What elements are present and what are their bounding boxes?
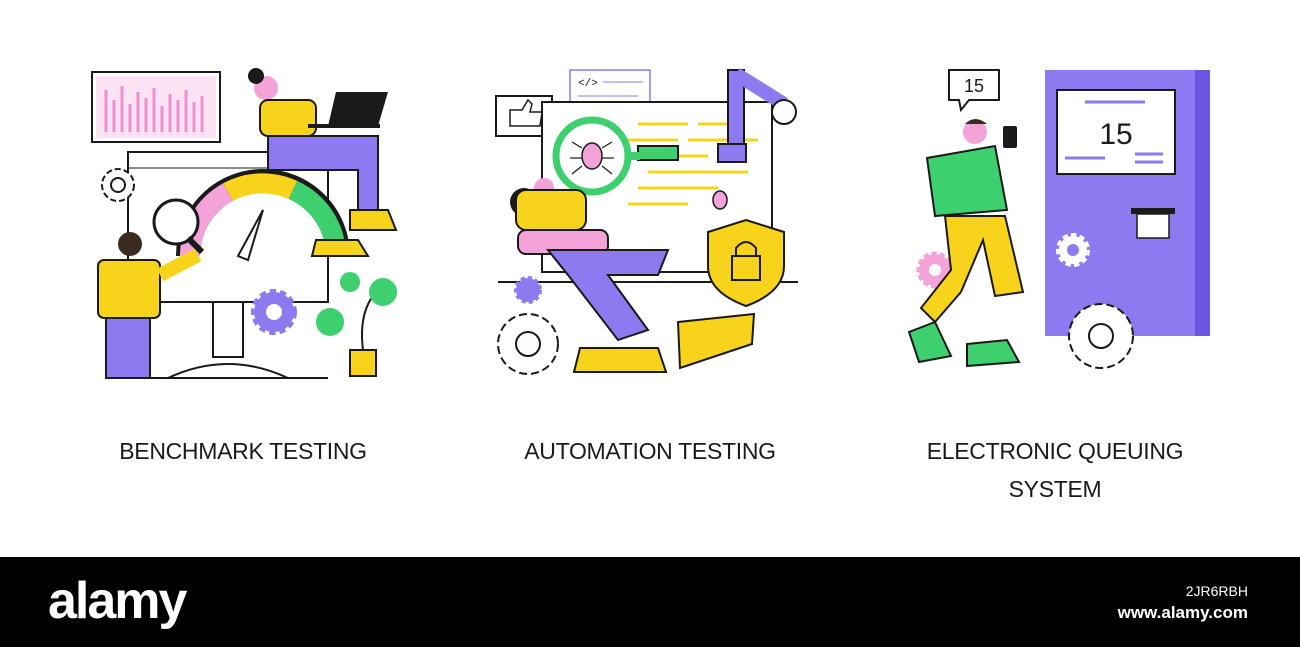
caption-electronic-queuing-line1: ELECTRONIC QUEUING [926,438,1184,464]
phone-icon [1003,126,1017,148]
benchmark-testing-illustration [88,60,418,390]
caption-automation-testing: AUTOMATION TESTING [524,438,776,464]
man-with-phone [907,119,1025,368]
gear-icon [101,168,297,335]
queuing-system-graphic: 15 15 [907,69,1210,369]
bug-icon [570,141,728,210]
shield-lock-icon [707,218,785,308]
automation-testing-graphic: </> [495,68,798,375]
svg-text:</>: </> [578,78,598,90]
plant-icon [316,272,397,377]
laptop-icon [308,92,388,128]
ticket-icon [1131,208,1175,239]
image-id: 2JR6RBH [1185,583,1248,599]
man-with-magnifier [97,198,205,379]
site-url: www.alamy.com [1117,603,1248,622]
queuing-system-illustration: 15 15 [895,60,1225,390]
caption-electronic-queuing-line2: SYSTEM [1008,476,1102,502]
phone-bubble-number: 15 [964,76,984,96]
bar-chart-icon [91,71,221,143]
watermark-footer: alamy 2JR6RBH www.alamy.com [0,557,1300,647]
gear-icon [497,276,559,375]
alamy-logo: alamy [48,572,187,630]
gear-icon [916,233,1134,369]
robot-arm-icon [637,68,797,163]
screen-number: 15 [1099,118,1132,151]
person-sitting [510,178,756,373]
caption-benchmark-testing: BENCHMARK TESTING [119,438,367,464]
speech-bubble: 15 [948,69,1000,113]
woman-with-laptop [248,68,398,257]
ticket-kiosk: 15 [1045,70,1210,336]
benchmark-testing-graphic [91,68,398,379]
automation-testing-illustration: </> [488,60,818,390]
